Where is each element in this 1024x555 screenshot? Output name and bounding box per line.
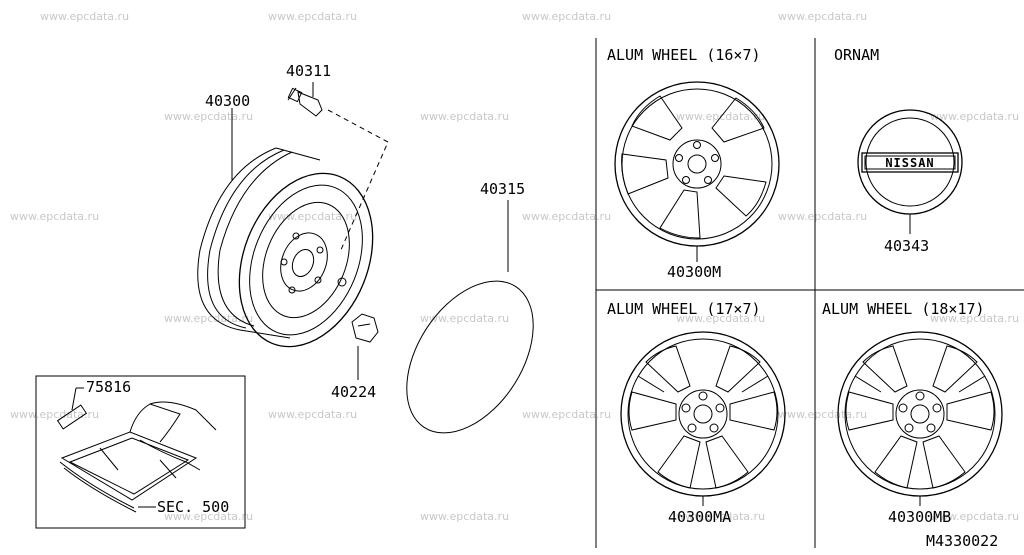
watermark: www.epcdata.ru (676, 312, 765, 325)
alum-wheel-17x7-drawing (620, 331, 786, 497)
part-label-40300MB: 40300MB (888, 508, 951, 526)
wheel-nut-drawing (351, 313, 379, 343)
watermark: www.epcdata.ru (420, 110, 509, 123)
panel-frames (595, 38, 1024, 548)
watermark: www.epcdata.ru (268, 210, 357, 223)
watermark: www.epcdata.ru (522, 210, 611, 223)
panel-title-ornam: ORNAM (834, 46, 879, 64)
part-label-40311: 40311 (286, 62, 331, 80)
watermark: www.epcdata.ru (164, 110, 253, 123)
watermark: www.epcdata.ru (522, 408, 611, 421)
watermark: www.epcdata.ru (268, 10, 357, 23)
watermark: www.epcdata.ru (10, 408, 99, 421)
watermark: www.epcdata.ru (930, 110, 1019, 123)
part-label-40315: 40315 (480, 180, 525, 198)
watermark: www.epcdata.ru (522, 10, 611, 23)
part-label-75816: 75816 (86, 378, 131, 396)
watermark: www.epcdata.ru (420, 312, 509, 325)
watermark: www.epcdata.ru (676, 510, 765, 523)
panel-title-18x17: ALUM WHEEL (18×17) (822, 300, 985, 318)
panel-title-16x7: ALUM WHEEL (16×7) (607, 46, 761, 64)
part-label-40300M: 40300M (667, 263, 721, 281)
watermark: www.epcdata.ru (10, 210, 99, 223)
watermarks: www.epcdata.ru www.epcdata.ru www.epcdat… (10, 10, 1019, 523)
panel-title-17x7: ALUM WHEEL (17×7) (607, 300, 761, 318)
nissan-logo-text: NISSAN (885, 156, 934, 170)
valve-position-line (327, 109, 389, 253)
watermark: www.epcdata.ru (676, 110, 765, 123)
watermark: www.epcdata.ru (778, 408, 867, 421)
section-reference: SEC. 500 (157, 498, 229, 516)
protector-disc-drawing (406, 280, 534, 434)
part-label-40300MA: 40300MA (668, 508, 731, 526)
spare-carrier-drawing (56, 401, 217, 513)
part-label-40343: 40343 (884, 237, 929, 255)
leader-line (71, 387, 77, 411)
part-label-40224: 40224 (331, 383, 376, 401)
drawing-id: M4330022 (926, 532, 998, 550)
watermark: www.epcdata.ru (164, 510, 253, 523)
part-label-40300: 40300 (205, 92, 250, 110)
watermark: www.epcdata.ru (930, 510, 1019, 523)
valve-drawing (287, 87, 323, 117)
watermark: www.epcdata.ru (930, 312, 1019, 325)
watermark: www.epcdata.ru (40, 10, 129, 23)
alum-wheel-16x7-drawing (614, 81, 780, 247)
steel-wheel-drawing (197, 147, 374, 348)
ornament-drawing: NISSAN (857, 109, 963, 215)
watermark: www.epcdata.ru (164, 312, 253, 325)
inset-frame (35, 375, 246, 529)
watermark: www.epcdata.ru (778, 10, 867, 23)
watermark: www.epcdata.ru (778, 210, 867, 223)
watermark: www.epcdata.ru (268, 408, 357, 421)
watermark: www.epcdata.ru (420, 510, 509, 523)
